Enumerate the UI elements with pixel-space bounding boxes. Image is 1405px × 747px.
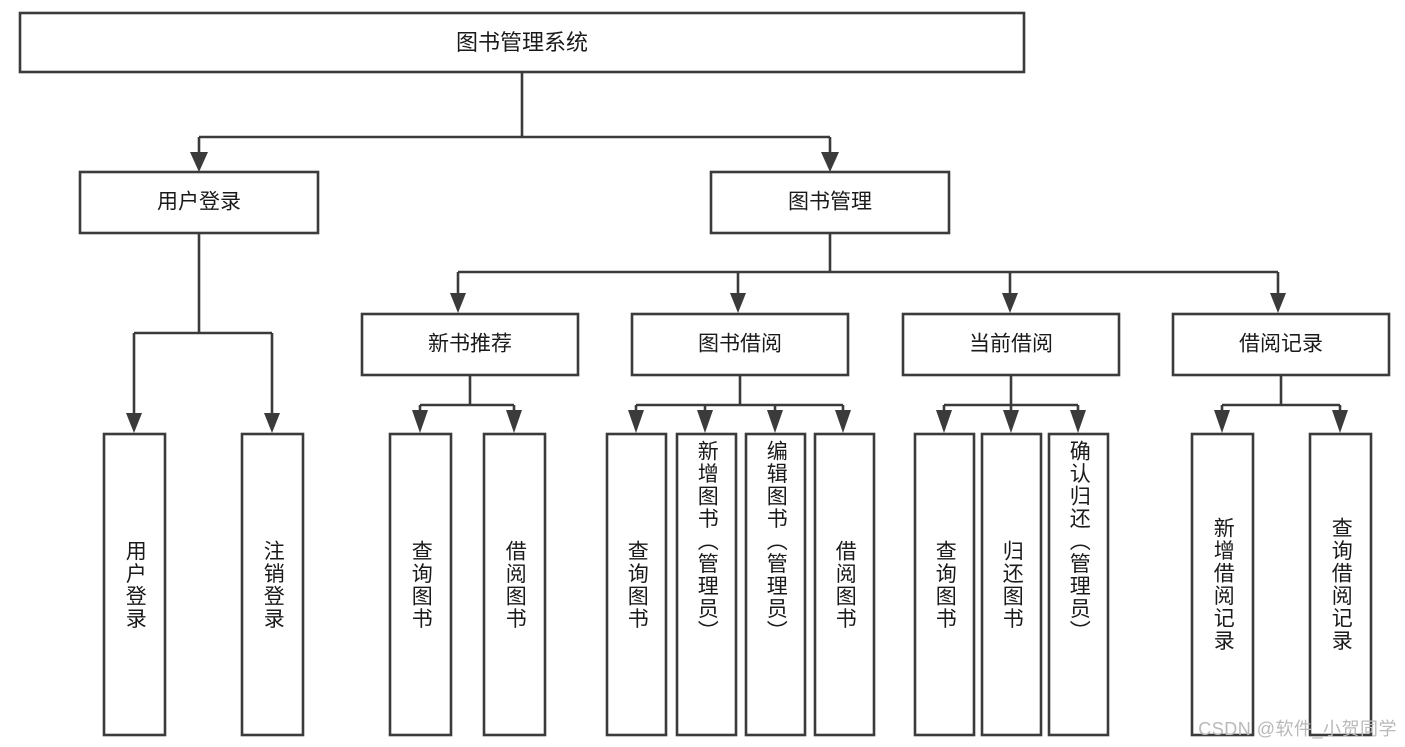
leaf-box-borrow-record-1[interactable] [1308,432,1373,737]
node-book-management[interactable]: 图书管理 [709,170,951,235]
arrow-head-icon [264,413,280,433]
leaf-box-book-borrow-1[interactable] [675,432,738,737]
arrow-head-icon [506,410,522,433]
node-borrow-record[interactable]: 借阅记录 [1171,312,1391,377]
leaf-box-book-borrow-0[interactable] [605,432,668,737]
arrow-head-icon [412,410,428,433]
node-book-borrow-label: 图书借阅 [698,333,782,356]
connector-root-to-level1 [190,72,839,172]
node-user-login[interactable]: 用户登录 [78,170,320,235]
leaf-box-current-borrow-1[interactable] [980,432,1043,737]
arrow-head-icon [835,410,851,433]
arrow-head-icon [1214,410,1230,433]
node-root-box[interactable] [18,11,1026,74]
leaf-box-user-login-1[interactable] [240,432,305,737]
arrow-head-icon [126,413,142,433]
connector-borrowrecord-to-leaves [1214,375,1348,433]
node-new-book-recommend-box[interactable] [360,312,580,377]
node-borrow-record-label: 借阅记录 [1239,333,1323,356]
leaf-box-new-book-0[interactable] [388,432,453,737]
arrow-head-icon [1002,293,1018,313]
leaf-box-new-book-1[interactable] [482,432,547,737]
node-book-borrow[interactable]: 图书借阅 [630,312,850,377]
node-root[interactable]: 图书管理系统 [18,11,1026,74]
arrow-head-icon [697,410,713,433]
node-current-borrow[interactable]: 当前借阅 [901,312,1121,377]
leaf-box-current-borrow-0[interactable] [913,432,976,737]
arrow-head-icon [821,152,839,172]
arrow-head-icon [1003,410,1019,433]
arrow-head-icon [1270,293,1286,313]
node-book-management-box[interactable] [709,170,951,235]
connector-currentborrow-to-leaves [936,375,1086,433]
connector-userlogin-to-leaves [126,233,280,433]
connector-bookborrow-to-leaves [628,375,851,433]
arrow-head-icon [190,152,208,172]
node-user-login-box[interactable] [78,170,320,235]
node-book-management-label: 图书管理 [788,191,872,214]
leaf-box-user-login-0[interactable] [102,432,167,737]
leaf-box-borrow-record-0[interactable] [1190,432,1255,737]
leaf-box-book-borrow-3[interactable] [813,432,876,737]
node-root-label: 图书管理系统 [456,30,588,55]
connector-newbook-to-leaves [412,375,522,433]
node-new-book-recommend-label: 新书推荐 [428,333,512,356]
node-user-login-label: 用户登录 [157,191,241,214]
arrow-head-icon [628,410,644,433]
arrow-head-icon [1070,410,1086,433]
leaf-box-current-borrow-2[interactable] [1047,432,1110,737]
node-book-borrow-box[interactable] [630,312,850,377]
node-current-borrow-label: 当前借阅 [969,333,1053,356]
arrow-head-icon [1332,410,1348,433]
arrow-head-icon [730,293,746,313]
node-current-borrow-box[interactable] [901,312,1121,377]
arrow-head-icon [767,410,783,433]
connector-bookmgmt-to-level2 [450,233,1286,313]
arrow-head-icon [450,293,466,313]
arrow-head-icon [936,410,952,433]
node-borrow-record-box[interactable] [1171,312,1391,377]
node-new-book-recommend[interactable]: 新书推荐 [360,312,580,377]
leaf-box-book-borrow-2[interactable] [744,432,807,737]
